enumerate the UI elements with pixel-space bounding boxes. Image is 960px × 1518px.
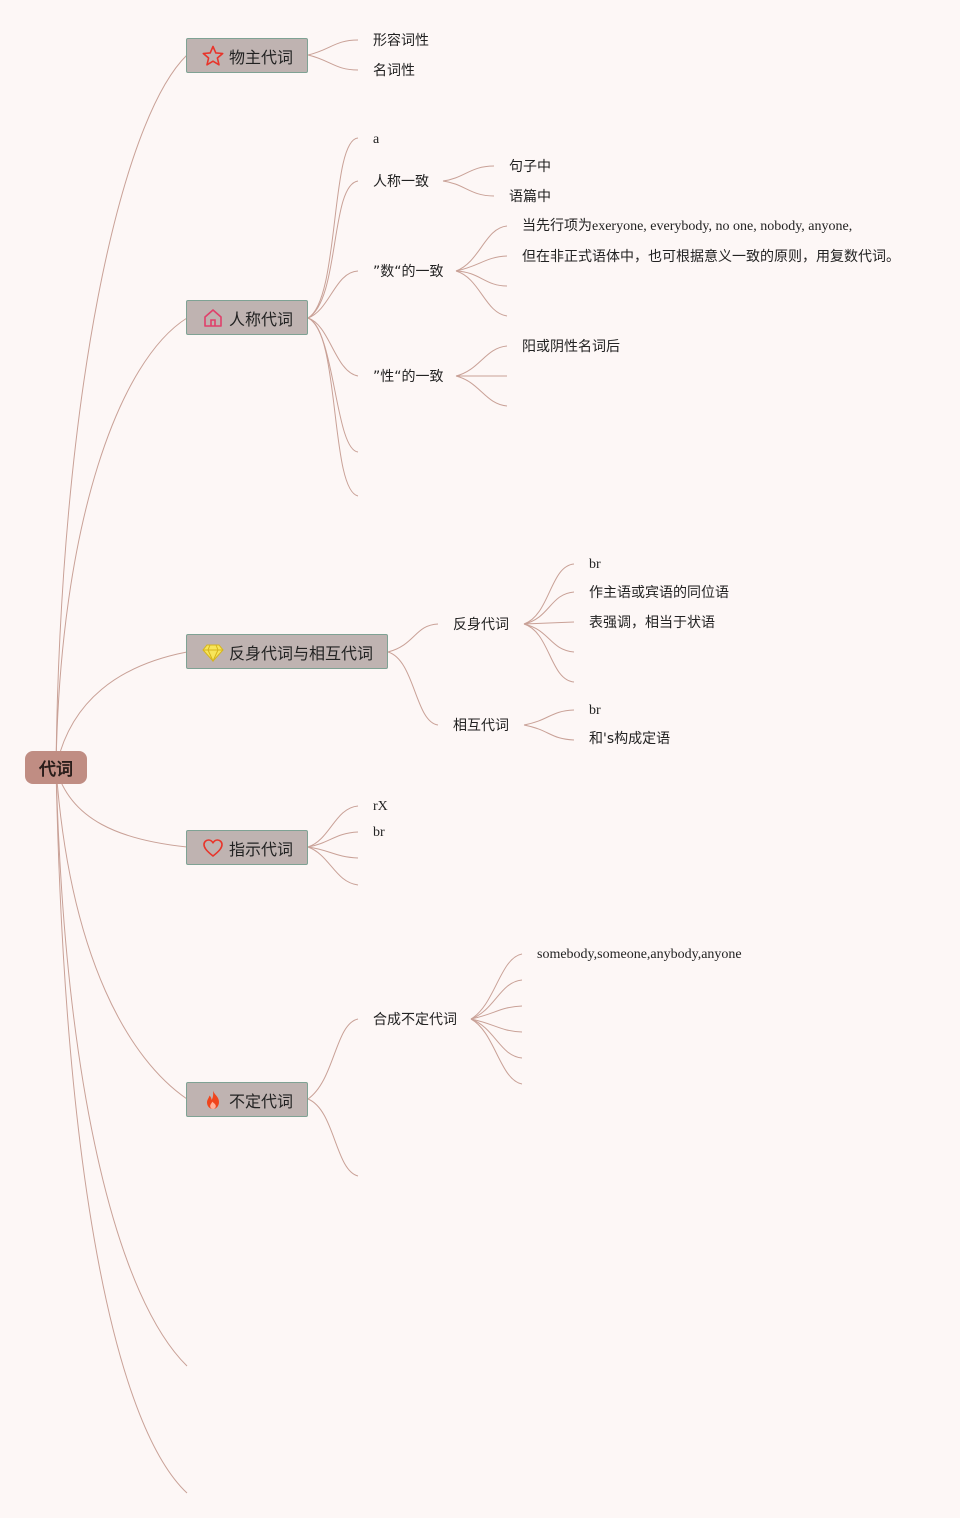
branch-personal-pronoun[interactable]: 人称代词 <box>186 300 308 335</box>
branch-label: 反身代词与相互代词 <box>229 643 374 663</box>
edge-root-possessive <box>55 54 188 769</box>
node-antecedent-note[interactable]: 当先行项为exeryone, everybody, no one, nobody… <box>522 219 853 234</box>
node-reflexive-br[interactable]: br <box>589 557 601 572</box>
node-demonstrative-br[interactable]: br <box>373 825 385 840</box>
edge-root-indefinite <box>55 767 188 1100</box>
node-in-sentence[interactable]: 句子中 <box>509 159 551 175</box>
branch-possessive-pronoun[interactable]: 物主代词 <box>186 38 308 73</box>
node-reflexive-pronoun[interactable]: 反身代词 <box>453 617 509 633</box>
node-informal-note[interactable]: 但在非正式语体中，也可根据意义一致的原则，用复数代词。 <box>522 249 900 265</box>
gem-icon <box>202 644 224 662</box>
node-in-discourse[interactable]: 语篇中 <box>509 189 551 205</box>
node-gender-agreement[interactable]: ”性“的一致 <box>373 369 444 385</box>
heart-icon <box>203 838 223 857</box>
edge-root-reflexive <box>55 651 188 769</box>
branch-label: 指示代词 <box>229 839 294 859</box>
node-compound-list[interactable]: somebody,someone,anybody,anyone <box>537 947 742 962</box>
node-compound-indefinite[interactable]: 合成不定代词 <box>373 1012 457 1028</box>
node-a[interactable]: a <box>373 132 380 147</box>
edge-root-personal <box>55 317 188 769</box>
edge-root-demonstrative <box>55 767 188 848</box>
edge-root-empty-2 <box>55 767 188 1494</box>
node-gender-note[interactable]: 阳或阴性名词后 <box>522 339 620 355</box>
node-adjectival[interactable]: 形容词性 <box>373 33 429 49</box>
node-reciprocal-br[interactable]: br <box>589 703 601 718</box>
node-appositive[interactable]: 作主语或宾语的同位语 <box>589 585 729 601</box>
edge-root-empty-1 <box>55 767 188 1367</box>
branch-label: 人称代词 <box>229 309 294 329</box>
root-label: 代词 <box>39 760 73 780</box>
star-icon <box>202 45 224 66</box>
branch-indefinite-pronoun[interactable]: 不定代词 <box>186 1082 308 1117</box>
node-emphatic[interactable]: 表强调，相当于状语 <box>589 615 715 631</box>
flame-icon <box>207 1090 219 1109</box>
branch-demonstrative-pronoun[interactable]: 指示代词 <box>186 830 308 865</box>
branch-label: 不定代词 <box>229 1091 294 1111</box>
node-number-agreement[interactable]: ”数“的一致 <box>373 264 444 280</box>
home-icon <box>204 308 222 327</box>
root-node[interactable]: 代词 <box>25 751 87 784</box>
node-reciprocal-attributive[interactable]: 和's构成定语 <box>589 731 671 747</box>
node-reciprocal-pronoun[interactable]: 相互代词 <box>453 718 509 734</box>
node-rx[interactable]: rX <box>373 799 388 814</box>
node-nominal[interactable]: 名词性 <box>373 63 415 79</box>
node-person-agreement[interactable]: 人称一致 <box>373 174 429 190</box>
branch-reflexive-reciprocal[interactable]: 反身代词与相互代词 <box>186 634 388 669</box>
branch-label: 物主代词 <box>229 47 294 67</box>
